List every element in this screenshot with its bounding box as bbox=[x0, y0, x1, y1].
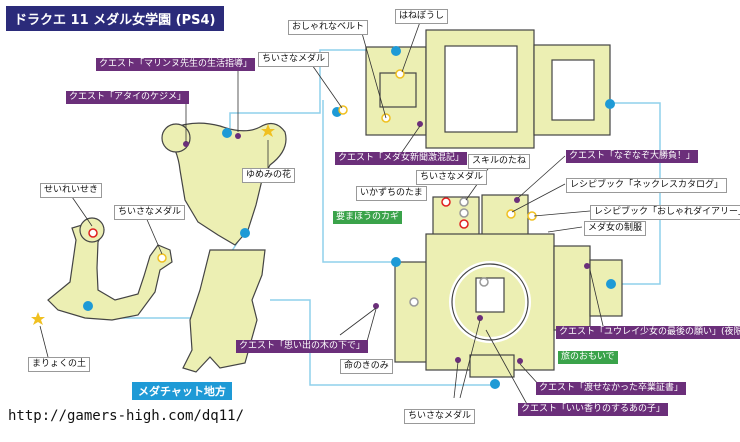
north-building bbox=[365, 29, 611, 149]
leader-line bbox=[533, 210, 591, 217]
leader-line bbox=[453, 361, 459, 399]
exit-marker bbox=[605, 99, 615, 109]
label-thunder-ball: いかずちのたま bbox=[356, 186, 427, 201]
star-icon bbox=[261, 124, 275, 137]
main-building bbox=[394, 194, 623, 378]
item-marker bbox=[441, 197, 451, 207]
room-skill bbox=[432, 196, 480, 236]
leader-line bbox=[339, 307, 377, 336]
label-recipe-necklace: レシピブック「ネックレスカタログ」 bbox=[566, 178, 728, 193]
label-life-nut: 命のきのみ bbox=[340, 359, 393, 374]
label-spirit-stone: せいれいせき bbox=[40, 183, 103, 198]
label-quest-diploma: クエスト「渡せなかった卒業証書」 bbox=[536, 382, 687, 395]
exit-marker bbox=[222, 128, 232, 138]
label-skill-seed: スキルのたね bbox=[468, 154, 531, 169]
label-mini-medal-center: ちいさなメダル bbox=[416, 170, 488, 185]
line-right bbox=[610, 102, 661, 285]
item-marker bbox=[395, 69, 405, 79]
exit-marker bbox=[240, 228, 250, 238]
leader-line bbox=[359, 25, 387, 119]
map-title: ドラクエ 11 メダル女学園 (PS4) bbox=[6, 6, 224, 31]
quest-marker bbox=[584, 263, 590, 269]
quest-marker bbox=[373, 303, 379, 309]
label-quest-ataino-kejime: クエスト「アタイのケジメ」 bbox=[66, 91, 190, 104]
label-mini-medal-north: ちいさなメダル bbox=[258, 52, 330, 67]
leader-line bbox=[401, 21, 421, 73]
room-recipe bbox=[481, 194, 529, 236]
label-quest-ghost-girl: クエスト「ユウレイ少女の最後の願い」(夜限定) bbox=[556, 326, 740, 339]
item-marker bbox=[88, 228, 98, 238]
label-stylish-belt: おしゃれなベルト bbox=[288, 20, 369, 35]
quest-marker bbox=[183, 141, 189, 147]
leader-line bbox=[485, 329, 529, 407]
leader-line bbox=[589, 269, 605, 331]
leader-line bbox=[399, 125, 421, 156]
label-quest-riddle: クエスト「なぞなぞ大勝負！」 bbox=[566, 150, 699, 163]
label-magic-key-required: 要まほうのカギ bbox=[333, 211, 403, 224]
leader-line bbox=[69, 193, 93, 227]
valley-upper-lobe bbox=[161, 123, 191, 153]
label-mini-medal-west: ちいさなメダル bbox=[114, 205, 186, 220]
leader-line bbox=[547, 226, 583, 233]
valley-upper bbox=[164, 122, 287, 246]
quest-marker bbox=[514, 197, 520, 203]
quest-marker bbox=[455, 357, 461, 363]
leader-line bbox=[365, 308, 377, 346]
label-quest-marinne: クエスト「マリンヌ先生の生活指導」 bbox=[96, 58, 256, 71]
leader-line bbox=[39, 325, 49, 358]
north-east-void bbox=[551, 59, 595, 121]
leader-line bbox=[459, 319, 481, 399]
east-wing bbox=[553, 245, 591, 331]
star-markers bbox=[31, 124, 275, 325]
label-feather-hat: はねぼうし bbox=[395, 9, 449, 24]
item-marker bbox=[479, 277, 489, 287]
item-marker bbox=[459, 208, 469, 218]
exit-marker bbox=[391, 46, 401, 56]
line-mid bbox=[322, 100, 396, 263]
label-quest-newspaper: クエスト「メダ女新聞激混記」 bbox=[335, 152, 468, 165]
star-icon bbox=[31, 312, 45, 325]
valley-lower bbox=[182, 249, 266, 373]
item-marker bbox=[409, 297, 419, 307]
east-room bbox=[589, 259, 623, 317]
label-recipe-diary: レシピブック「おしゃれダイアリー」 bbox=[590, 205, 740, 220]
exit-marker bbox=[83, 301, 93, 311]
leader-line bbox=[511, 183, 566, 213]
exit-markers bbox=[83, 46, 616, 389]
exit-marker bbox=[606, 279, 616, 289]
line-top bbox=[229, 49, 393, 128]
label-school-uniform: メダ女の制服 bbox=[584, 221, 647, 236]
label-mini-medal-south: ちいさなメダル bbox=[404, 409, 476, 424]
south-hall bbox=[469, 354, 515, 378]
valley-west bbox=[47, 221, 173, 321]
quest-markers bbox=[183, 121, 590, 364]
quest-marker bbox=[235, 133, 241, 139]
north-annex bbox=[365, 46, 427, 136]
label-travel-memory: 旅のおもいで bbox=[558, 351, 618, 364]
item-marker bbox=[459, 219, 469, 229]
exit-marker bbox=[490, 379, 500, 389]
footer-url: http://gamers-high.com/dq11/ bbox=[8, 408, 245, 424]
exit-marker bbox=[391, 257, 401, 267]
quest-marker bbox=[417, 121, 423, 127]
item-marker bbox=[338, 105, 348, 115]
label-magic-soil: まりょくの土 bbox=[28, 357, 91, 372]
quest-marker bbox=[477, 315, 483, 321]
label-quest-memory-tree: クエスト「思い出の木の下で」 bbox=[236, 340, 369, 353]
area-name-badge: メダチャット地方 bbox=[132, 382, 232, 400]
west-area bbox=[47, 122, 287, 373]
label-dream-flower: ゆめみの花 bbox=[242, 168, 296, 183]
leader-line bbox=[144, 214, 163, 255]
leader-line bbox=[517, 155, 566, 199]
courtyard-north bbox=[444, 45, 518, 133]
label-quest-fragrant-girl: クエスト「いい香りのするあの子」 bbox=[518, 403, 669, 416]
item-marker bbox=[506, 209, 516, 219]
item-markers bbox=[88, 69, 537, 307]
quest-marker bbox=[517, 358, 523, 364]
item-marker bbox=[157, 253, 167, 263]
ring-outline bbox=[451, 263, 529, 341]
leader-line bbox=[309, 61, 343, 109]
